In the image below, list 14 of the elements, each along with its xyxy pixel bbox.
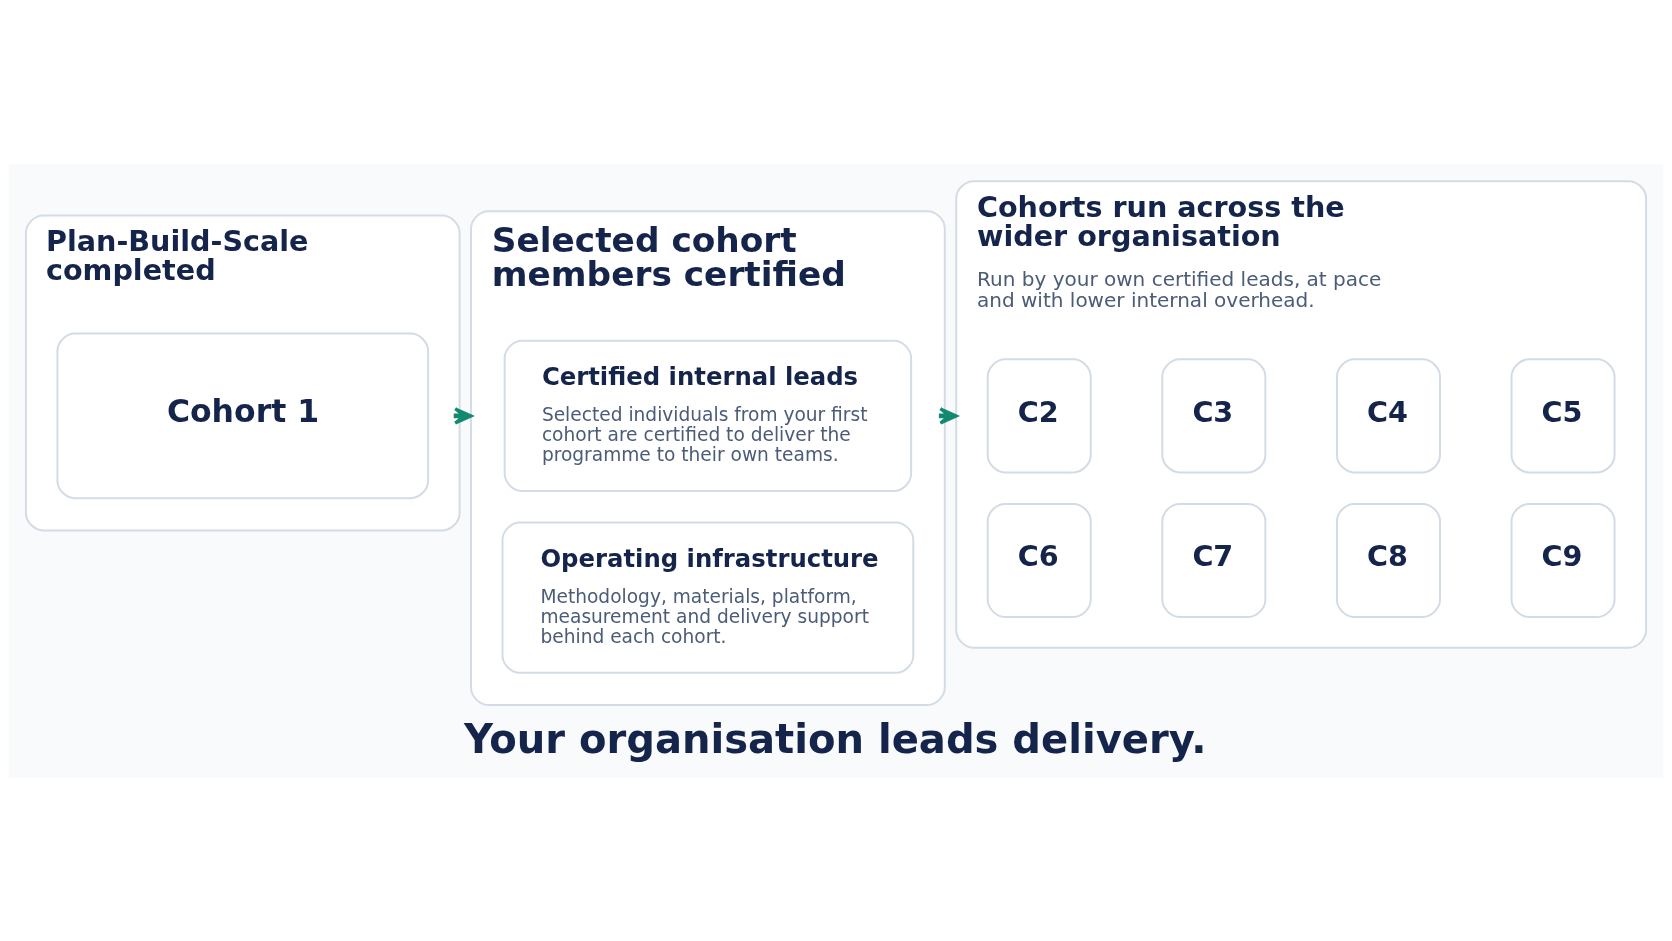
node-box: Cohort 1 (56, 332, 430, 499)
node-box: C8 (1335, 502, 1441, 618)
node-box: C5 (1510, 357, 1616, 473)
caption: Your organisation leads delivery. (463, 715, 1207, 762)
node-box: Certified internal leads Selected individuals from your first cohort are certified to deliver the programme to their own teams. (503, 339, 913, 492)
node-box: C3 (1161, 357, 1267, 473)
node-box: C9 (1510, 502, 1616, 618)
node-box: Operating infrastructure Methodology, materials, platform, measurement and delivery support behind each cohort. (501, 521, 915, 674)
node-box: C4 (1335, 357, 1441, 473)
node-box: C2 (986, 357, 1092, 473)
node-box: C6 (986, 502, 1092, 618)
node-box: C7 (1161, 502, 1267, 618)
arrow (938, 406, 958, 425)
arrow (453, 406, 473, 425)
